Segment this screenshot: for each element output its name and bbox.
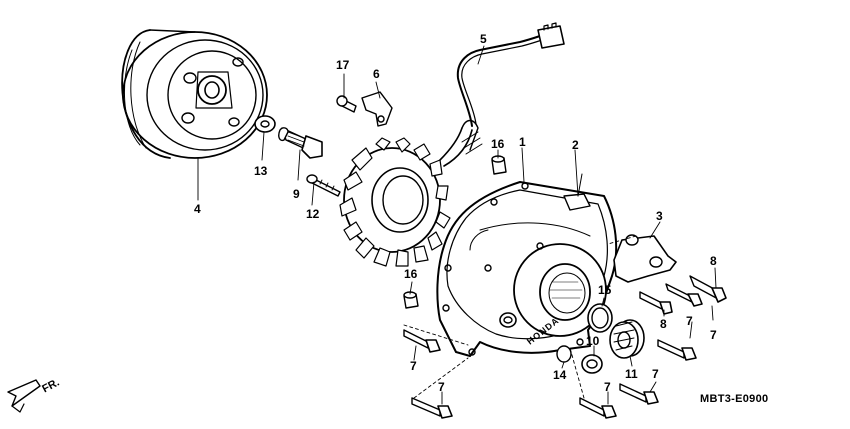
rotor-cap xyxy=(581,354,603,374)
part-label-17: 17 xyxy=(336,58,350,72)
wire-clamp xyxy=(361,91,393,127)
part-label-2: 2 xyxy=(572,138,579,152)
cover-bracket xyxy=(613,234,677,283)
stator-assembly xyxy=(339,22,565,267)
dowel-pin xyxy=(403,291,419,309)
cover-bolt xyxy=(403,329,441,353)
part-label-7: 7 xyxy=(710,328,717,342)
small-o-ring xyxy=(556,345,572,363)
part-label-8: 8 xyxy=(660,317,667,331)
part-label-3: 3 xyxy=(656,209,663,223)
timing-hole-cap xyxy=(609,319,645,359)
part-label-4: 4 xyxy=(194,202,201,216)
part-label-16: 16 xyxy=(404,267,418,281)
part-label-12: 12 xyxy=(306,207,320,221)
washer xyxy=(254,115,276,133)
cover-bolt xyxy=(665,283,703,307)
cover-bolt xyxy=(411,397,453,419)
part-label-1: 1 xyxy=(519,135,526,149)
part-label-7: 7 xyxy=(410,359,417,373)
cover-bolt xyxy=(639,291,673,315)
part-label-11: 11 xyxy=(625,367,638,381)
leader-lines xyxy=(197,45,717,405)
part-label-5: 5 xyxy=(480,32,487,46)
part-label-7: 7 xyxy=(438,380,445,394)
dowel-pin xyxy=(491,155,507,175)
generator-cover xyxy=(436,173,618,357)
part-label-7: 7 xyxy=(686,314,693,328)
part-label-7: 7 xyxy=(652,367,659,381)
stator-bolt xyxy=(306,174,341,197)
cover-bolt xyxy=(579,397,617,419)
part-label-16: 16 xyxy=(491,137,505,151)
cover-bolt xyxy=(619,383,659,405)
part-label-9: 9 xyxy=(293,187,300,201)
part-label-15: 15 xyxy=(598,283,612,297)
part-label-13: 13 xyxy=(254,164,268,178)
flywheel-rotor xyxy=(121,29,268,159)
cover-bolt xyxy=(657,339,697,361)
clamp-bolt xyxy=(336,95,357,113)
cover-bolt xyxy=(689,275,727,303)
part-label-8: 8 xyxy=(710,254,717,268)
part-label-14: 14 xyxy=(553,368,567,382)
part-label-7: 7 xyxy=(604,380,611,394)
part-label-10: 10 xyxy=(586,334,600,348)
flywheel-bolt xyxy=(278,127,323,159)
part-label-6: 6 xyxy=(373,67,380,81)
diagram-code: MBT3-E0900 xyxy=(700,393,769,405)
front-direction-arrow-icon xyxy=(7,379,41,413)
o-ring xyxy=(587,303,613,333)
